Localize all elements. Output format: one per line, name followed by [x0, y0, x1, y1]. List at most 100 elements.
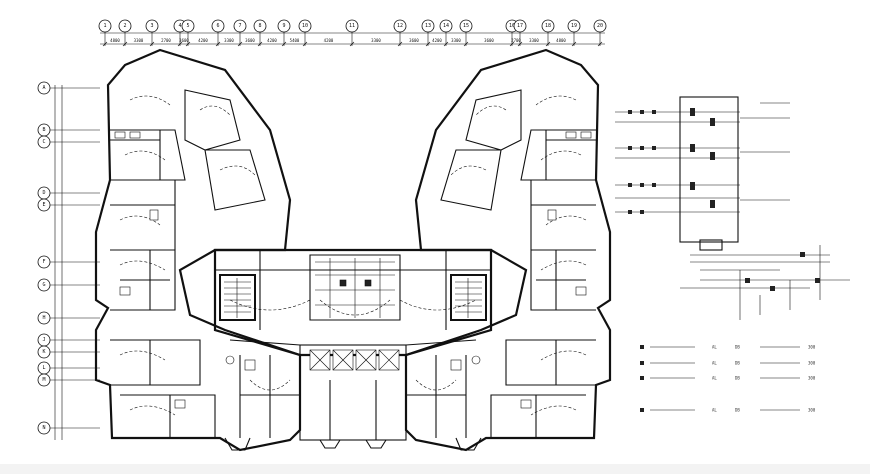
grid-bubble-label: K [42, 349, 45, 355]
grid-bubble-left: J [37, 333, 100, 347]
grid-bubble-label: 7 [238, 23, 241, 29]
grid-bubble-label: 11 [349, 23, 355, 29]
grid-bubble-top: 7 [233, 19, 247, 46]
grid-bubble-label: J [42, 337, 45, 343]
grid-bubble-left: B [37, 123, 100, 137]
grid-bubble-label: B [42, 127, 45, 133]
grid-bubble-top: 19 [567, 19, 581, 46]
grid-bubble-label: 17 [517, 23, 523, 29]
dimension-label: 4800 [556, 38, 566, 43]
dimension-label: 2700 [511, 38, 521, 43]
legend-code: AL [712, 345, 717, 350]
grid-bubble-left: F [37, 255, 100, 269]
dimension-label: 4200 [432, 38, 442, 43]
grid-bubble-top: 20 [593, 19, 607, 46]
grid-bubble-label: D [42, 190, 45, 196]
bottom-strip [0, 464, 870, 474]
grid-bubble-top: 3 [145, 19, 159, 46]
dimension-label: 3600 [245, 38, 255, 43]
dimension-label: 3600 [179, 38, 189, 43]
legend-code: AL [712, 376, 717, 381]
dimension-label: 3300 [529, 38, 539, 43]
grid-bubble-label: C [42, 139, 45, 145]
grid-bubble-left: K [37, 345, 100, 359]
grid-bubble-label: 14 [443, 23, 449, 29]
grid-bubble-top: 9 [277, 19, 291, 46]
dimension-label: 3300 [451, 38, 461, 43]
stair-core-left [219, 274, 256, 321]
elevator-bank [309, 349, 400, 371]
grid-bubble-label: A [42, 85, 45, 91]
stair-core-right [450, 274, 487, 321]
legend-type: DB [735, 345, 740, 350]
grid-bubble-label: N [42, 425, 45, 431]
grid-bubble-label: E [42, 202, 45, 208]
grid-bubble-top: 17 [513, 19, 527, 46]
grid-bubble-left: N [37, 421, 100, 435]
grid-bubble-label: L [42, 365, 45, 371]
grid-bubble-label: 16 [509, 23, 515, 29]
grid-bubble-label: 3 [150, 23, 153, 29]
dimension-label: 3300 [224, 38, 234, 43]
legend-size: 300 [808, 408, 816, 413]
left-dimension-line [54, 85, 63, 440]
grid-bubble-left: L [37, 361, 100, 375]
grid-bubble-label: 6 [216, 23, 219, 29]
interior-partitions [110, 89, 596, 440]
grid-bubble-left: C [37, 135, 100, 149]
legend-code: AL [712, 408, 717, 413]
grid-bubble-top: 6 [211, 19, 225, 46]
grid-bubble-top: 18 [541, 19, 555, 46]
grid-bubble-label: 18 [545, 23, 551, 29]
sanitary-fixtures [114, 131, 592, 409]
distribution-schematic [680, 239, 850, 320]
grid-bubble-top: 1 [98, 19, 112, 46]
lighting-circuits [119, 95, 587, 416]
dimension-label: 4200 [324, 38, 334, 43]
legend-type: DB [735, 408, 740, 413]
grid-bubble-left: M [37, 373, 100, 387]
grid-bubble-label: 19 [571, 23, 577, 29]
left-grid-bubbles: A BC DE F G H JK LM N [37, 81, 100, 435]
grid-bubble-label: 20 [597, 23, 603, 29]
grid-bubble-top: 11 [345, 19, 359, 46]
grid-bubble-label: 10 [302, 23, 308, 29]
grid-bubble-label: 5 [186, 23, 189, 29]
grid-bubble-top: 5 [181, 19, 195, 46]
grid-bubble-label: H [42, 315, 45, 321]
legend-size: 300 [808, 361, 816, 366]
legend-row: AL DB 300 [640, 345, 816, 350]
grid-bubble-label: 13 [425, 23, 431, 29]
grid-bubble-label: 9 [282, 23, 285, 29]
legend-row: AL DB 300 [640, 408, 816, 413]
legend-type: DB [735, 376, 740, 381]
dimension-label: 4200 [198, 38, 208, 43]
grid-bubble-left: E [37, 198, 100, 212]
grid-bubble-top: 2 [118, 19, 132, 46]
bottom-projections [224, 437, 482, 451]
dimension-label: 3600 [484, 38, 494, 43]
legend-size: 300 [808, 345, 816, 350]
grid-bubble-top: 10 [298, 19, 312, 46]
grid-bubble-label: 15 [463, 23, 469, 29]
grid-bubble-label: M [42, 377, 45, 383]
grid-bubble-top: 8 [253, 19, 267, 46]
legend-row: AL DB 300 [640, 361, 816, 366]
dimension-label: 3300 [371, 38, 381, 43]
dimension-label: 3600 [409, 38, 419, 43]
grid-bubble-label: G [42, 282, 45, 288]
legend-code: AL [712, 361, 717, 366]
grid-bubble-label: 1 [103, 23, 106, 29]
grid-bubble-top: 12 [393, 19, 407, 46]
legend-type: DB [735, 361, 740, 366]
grid-bubble-label: 12 [397, 23, 403, 29]
grid-bubble-label: 4 [178, 23, 181, 29]
grid-bubble-left: H [37, 311, 100, 325]
dimension-label: 4200 [267, 38, 277, 43]
grid-bubble-top: 15 [459, 19, 473, 46]
grid-bubble-label: 8 [258, 23, 261, 29]
